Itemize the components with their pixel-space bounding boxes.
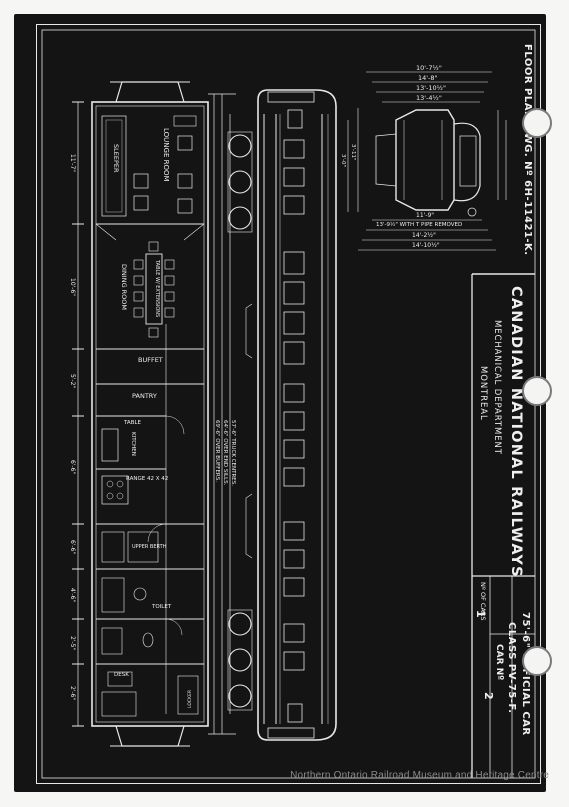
truck-note: 69'-6" OVER BUFFERS.	[214, 420, 220, 482]
room-label: TABLE	[124, 420, 142, 426]
drawing-reference: FLOOR PLAN DWG. Nº 6H-11421-K.	[522, 44, 533, 256]
room-label: PANTRY	[132, 392, 157, 400]
section-dimension: 3'-11"	[350, 144, 356, 161]
plan-dimension: 2'-6"	[69, 686, 76, 701]
plan-dimension: 5'-2"	[69, 374, 76, 389]
room-label: SLEEPER	[112, 144, 120, 173]
plan-dimension: 6'-6"	[69, 540, 76, 555]
section-dimension: 14'-10½"	[412, 242, 440, 249]
city-name: MONTREAL	[478, 366, 488, 421]
binder-hole	[522, 108, 552, 138]
title-block-frame	[471, 273, 535, 778]
room-label: TABLE W/ EXTENSIONS	[154, 260, 160, 318]
binder-hole	[522, 646, 552, 676]
section-dimension: 14'-8"	[418, 74, 438, 82]
plan-dimension: 6'-6"	[69, 460, 76, 475]
room-label: LOUNGE ROOM	[162, 128, 170, 182]
plan-dimension: 10'-6"	[69, 278, 76, 297]
truck-note: 64'-6" OVER END SILLS.	[222, 420, 228, 486]
end-section-view	[347, 71, 507, 251]
side-elevation	[227, 89, 337, 741]
room-label: BUFFET	[138, 356, 163, 364]
section-dimension: 13'-4½"	[416, 94, 442, 102]
room-label: DESK	[114, 672, 129, 678]
room-label: DINING ROOM	[120, 264, 128, 311]
plan-dimension: 11'-7"	[69, 154, 76, 173]
section-dimension: 13'-9½" WITH T PIPE REMOVED	[376, 222, 463, 228]
car-number-label: CAR Nº	[494, 644, 504, 681]
section-dimension: 13'-10½"	[416, 84, 446, 92]
section-dimension: 3'-0"	[340, 154, 346, 168]
museum-watermark: Northern Ontario Railroad Museum and Her…	[290, 770, 549, 781]
room-label: RANGE 42 X 42	[126, 476, 169, 482]
section-dimension: 11'-9"	[416, 212, 435, 219]
plan-dimension: 4'-6"	[69, 588, 76, 603]
company-name: CANADIAN NATIONAL RAILWAYS	[508, 286, 524, 578]
binder-hole	[522, 376, 552, 406]
truck-note: 57'-6" TRUCK CENTRES.	[230, 420, 236, 486]
section-dimension: 14'-2½"	[412, 232, 436, 239]
floor-plan	[72, 81, 209, 747]
blueprint-sheet: FLOOR PLAN DWG. Nº 6H-11421-K. CANADIAN …	[14, 14, 546, 792]
room-label: UPPER BERTH	[132, 544, 167, 550]
car-class: CLASS PV-75-F.	[506, 622, 517, 714]
section-dimension: 10'-7½"	[416, 64, 442, 72]
blueprint-drawing	[36, 24, 541, 784]
number-of-cars-value: 1	[474, 610, 487, 618]
room-label: TOILET	[152, 604, 172, 610]
room-label: KITCHEN	[130, 432, 136, 456]
plan-dimension: 2'-5"	[69, 636, 76, 651]
room-label: LOCKER	[188, 690, 193, 708]
drawing-frame: FLOOR PLAN DWG. Nº 6H-11421-K. CANADIAN …	[36, 24, 541, 784]
department-name: MECHANICAL DEPARTMENT	[492, 320, 502, 455]
car-number-value: 2	[482, 692, 495, 700]
